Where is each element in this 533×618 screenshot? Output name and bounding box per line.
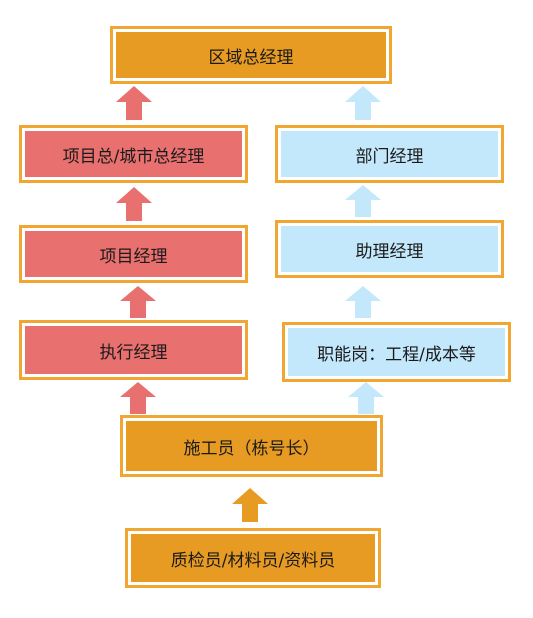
node-inspectors: 质检员/材料员/资料员 xyxy=(125,528,381,588)
node-executive-manager-label: 执行经理 xyxy=(25,326,242,374)
arrow-up-icon xyxy=(345,86,381,120)
arrow-up-icon xyxy=(120,382,156,414)
node-regional-gm: 区域总经理 xyxy=(110,26,392,84)
node-assistant-manager-label: 助理经理 xyxy=(281,226,498,272)
arrow-up-icon xyxy=(345,286,381,318)
node-executive-manager: 执行经理 xyxy=(19,320,248,380)
node-construction-worker-label: 施工员（栋号长） xyxy=(126,421,377,471)
arrow-up-icon xyxy=(116,187,152,221)
node-project-manager: 项目经理 xyxy=(19,225,248,283)
node-department-manager: 部门经理 xyxy=(275,125,504,183)
arrow-up-icon xyxy=(348,382,384,414)
arrow-up-icon xyxy=(120,286,156,318)
node-construction-worker: 施工员（栋号长） xyxy=(120,415,383,477)
node-assistant-manager: 助理经理 xyxy=(275,220,504,278)
arrow-up-icon xyxy=(345,185,381,217)
node-functional-posts: 职能岗：工程/成本等 xyxy=(282,322,511,382)
arrow-up-icon xyxy=(116,86,152,120)
arrow-up-icon xyxy=(232,488,268,522)
node-regional-gm-label: 区域总经理 xyxy=(116,32,386,78)
node-inspectors-label: 质检员/材料员/资料员 xyxy=(131,534,375,582)
node-project-city-gm-label: 项目总/城市总经理 xyxy=(25,131,242,177)
node-project-manager-label: 项目经理 xyxy=(25,231,242,277)
node-functional-posts-label: 职能岗：工程/成本等 xyxy=(288,328,505,376)
node-department-manager-label: 部门经理 xyxy=(281,131,498,177)
node-project-city-gm: 项目总/城市总经理 xyxy=(19,125,248,183)
